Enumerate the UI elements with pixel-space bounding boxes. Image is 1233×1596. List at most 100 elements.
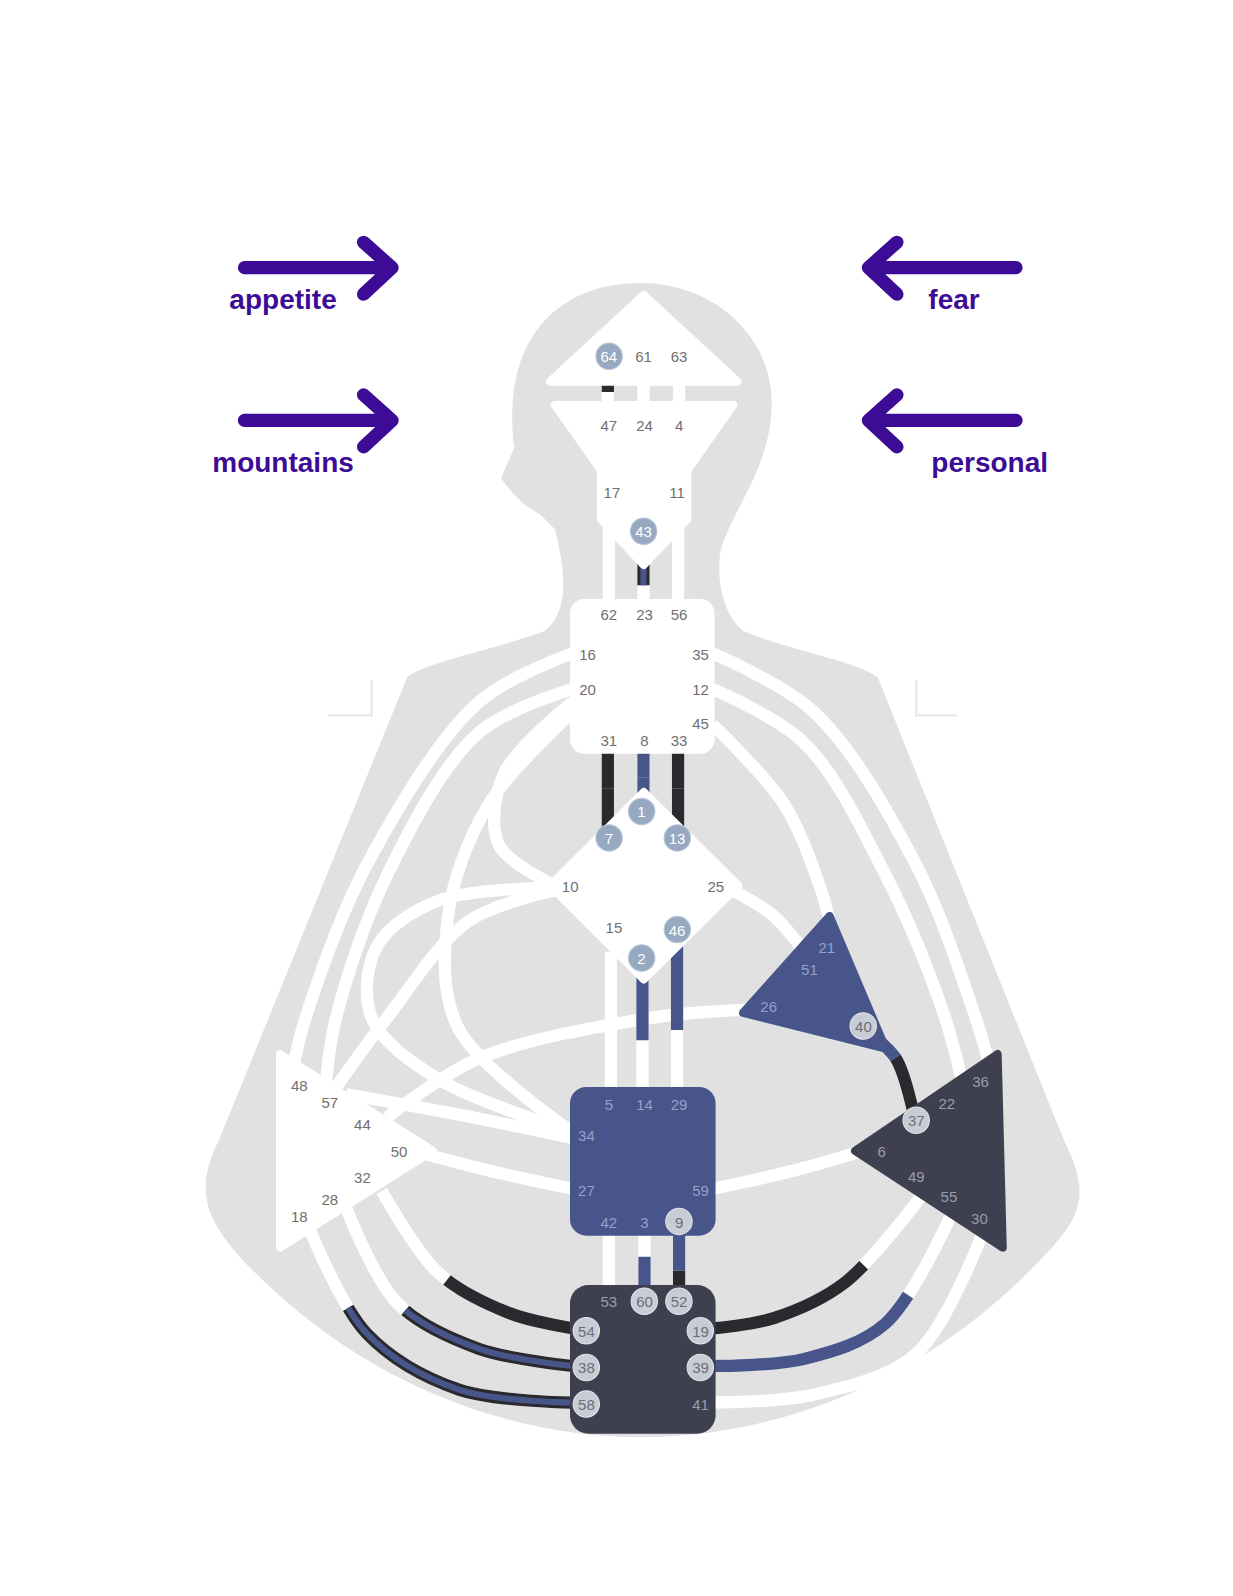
channel-activation	[673, 1232, 685, 1288]
gate-number: 19	[692, 1323, 709, 1338]
channel-line	[607, 751, 608, 826]
gate-number: 31	[601, 733, 618, 748]
gate-number: 42	[601, 1214, 618, 1229]
gate-number: 29	[671, 1096, 688, 1111]
center-shape: 646163	[546, 291, 741, 386]
channel-activation	[673, 1232, 685, 1288]
gate-number: 46	[669, 922, 686, 937]
channel-activation	[672, 751, 684, 826]
channel-line	[714, 1213, 952, 1366]
channel-activation	[311, 1232, 573, 1403]
channel-activation	[671, 942, 683, 1090]
direction-label: fear	[928, 286, 979, 314]
gate-marker	[664, 825, 690, 851]
channel-activation	[602, 751, 614, 826]
center-outline	[546, 291, 741, 386]
gate-number: 57	[322, 1094, 339, 1109]
channel-activation	[672, 751, 684, 826]
center-shape: 3622376495530	[851, 1050, 1007, 1252]
gate-number: 40	[855, 1019, 872, 1034]
gate-marker	[630, 518, 656, 544]
channel-path	[673, 1232, 685, 1288]
gate-number: 6	[878, 1143, 886, 1158]
channel-line	[714, 1196, 922, 1328]
channel-path	[636, 967, 648, 1089]
gate-number: 64	[601, 349, 618, 364]
gate-number: 51	[801, 962, 818, 977]
channel-activation	[714, 1213, 952, 1366]
gate-marker	[666, 1209, 692, 1235]
corner-mark	[328, 680, 372, 716]
channel-path	[672, 751, 684, 826]
gate-number: 60	[636, 1294, 653, 1309]
gate-number: 55	[941, 1189, 958, 1204]
gate-marker	[573, 1391, 599, 1417]
center-shape: 47244171143	[551, 401, 737, 569]
gate-number: 4	[675, 417, 683, 432]
gate-number: 41	[692, 1397, 709, 1412]
gate-marker	[596, 825, 622, 851]
gate-number: 54	[578, 1323, 595, 1338]
gate-number: 32	[354, 1169, 371, 1184]
channel-path	[336, 891, 555, 1087]
channel-path	[671, 942, 683, 1090]
channel-activation	[311, 1232, 573, 1403]
channel-path	[638, 1232, 650, 1288]
gate-number: 25	[707, 878, 724, 893]
center-fill	[555, 405, 733, 565]
gate-marker	[850, 1013, 876, 1039]
channel-activation	[636, 967, 648, 1089]
channel-line	[418, 1152, 573, 1189]
gate-number: 35	[692, 646, 709, 661]
gate-marker	[628, 798, 654, 824]
gate-number: 10	[562, 878, 579, 893]
gate-number: 44	[354, 1117, 371, 1132]
gate-number: 50	[391, 1143, 408, 1158]
gate-marker	[628, 945, 654, 971]
gate-number: 45	[692, 715, 709, 730]
gate-marker	[596, 343, 622, 369]
gate-number: 48	[291, 1078, 308, 1093]
gate-marker	[631, 1288, 657, 1314]
direction-label: appetite	[229, 286, 336, 314]
channel-path	[735, 892, 804, 952]
direction-label: personal	[931, 449, 1048, 477]
gate-number: 11	[669, 484, 685, 499]
corner-mark	[916, 680, 957, 716]
channel-line	[678, 751, 679, 826]
center-shape: 536052541938395841	[570, 1285, 716, 1434]
gate-number: 28	[322, 1192, 339, 1207]
gate-number: 34	[578, 1128, 595, 1143]
gate-number: 14	[636, 1096, 653, 1111]
gate-number: 13	[669, 830, 686, 845]
gate-marker	[903, 1107, 929, 1133]
gate-number: 9	[675, 1214, 683, 1229]
channel-path	[418, 1152, 573, 1189]
gate-number: 33	[671, 733, 688, 748]
channel-path	[713, 1150, 866, 1189]
center-shape: 1713102515462	[546, 788, 743, 983]
gate-number: 20	[579, 682, 596, 697]
channel-activation	[602, 751, 614, 826]
gate-number: 12	[692, 682, 709, 697]
gate-number: 8	[640, 733, 648, 748]
channel-line	[311, 1232, 573, 1403]
gate-number: 3	[640, 1214, 648, 1229]
gate-number: 27	[578, 1183, 595, 1198]
gate-number: 21	[818, 939, 835, 954]
gate-number: 53	[601, 1294, 618, 1309]
gate-number: 52	[671, 1294, 688, 1309]
channel-line	[677, 942, 678, 1090]
center-fill	[280, 1054, 433, 1247]
gate-marker	[666, 1288, 692, 1314]
gate-number: 61	[635, 349, 652, 364]
gate-number: 16	[579, 646, 596, 661]
gate-number: 23	[636, 606, 653, 621]
center-fill	[550, 295, 737, 382]
body-silhouette	[206, 283, 1080, 1437]
channel-activation	[714, 1196, 922, 1328]
center-fill	[743, 916, 886, 1048]
gate-marker	[573, 1354, 599, 1380]
gate-number: 2	[637, 951, 645, 966]
gate-number: 39	[692, 1360, 709, 1375]
